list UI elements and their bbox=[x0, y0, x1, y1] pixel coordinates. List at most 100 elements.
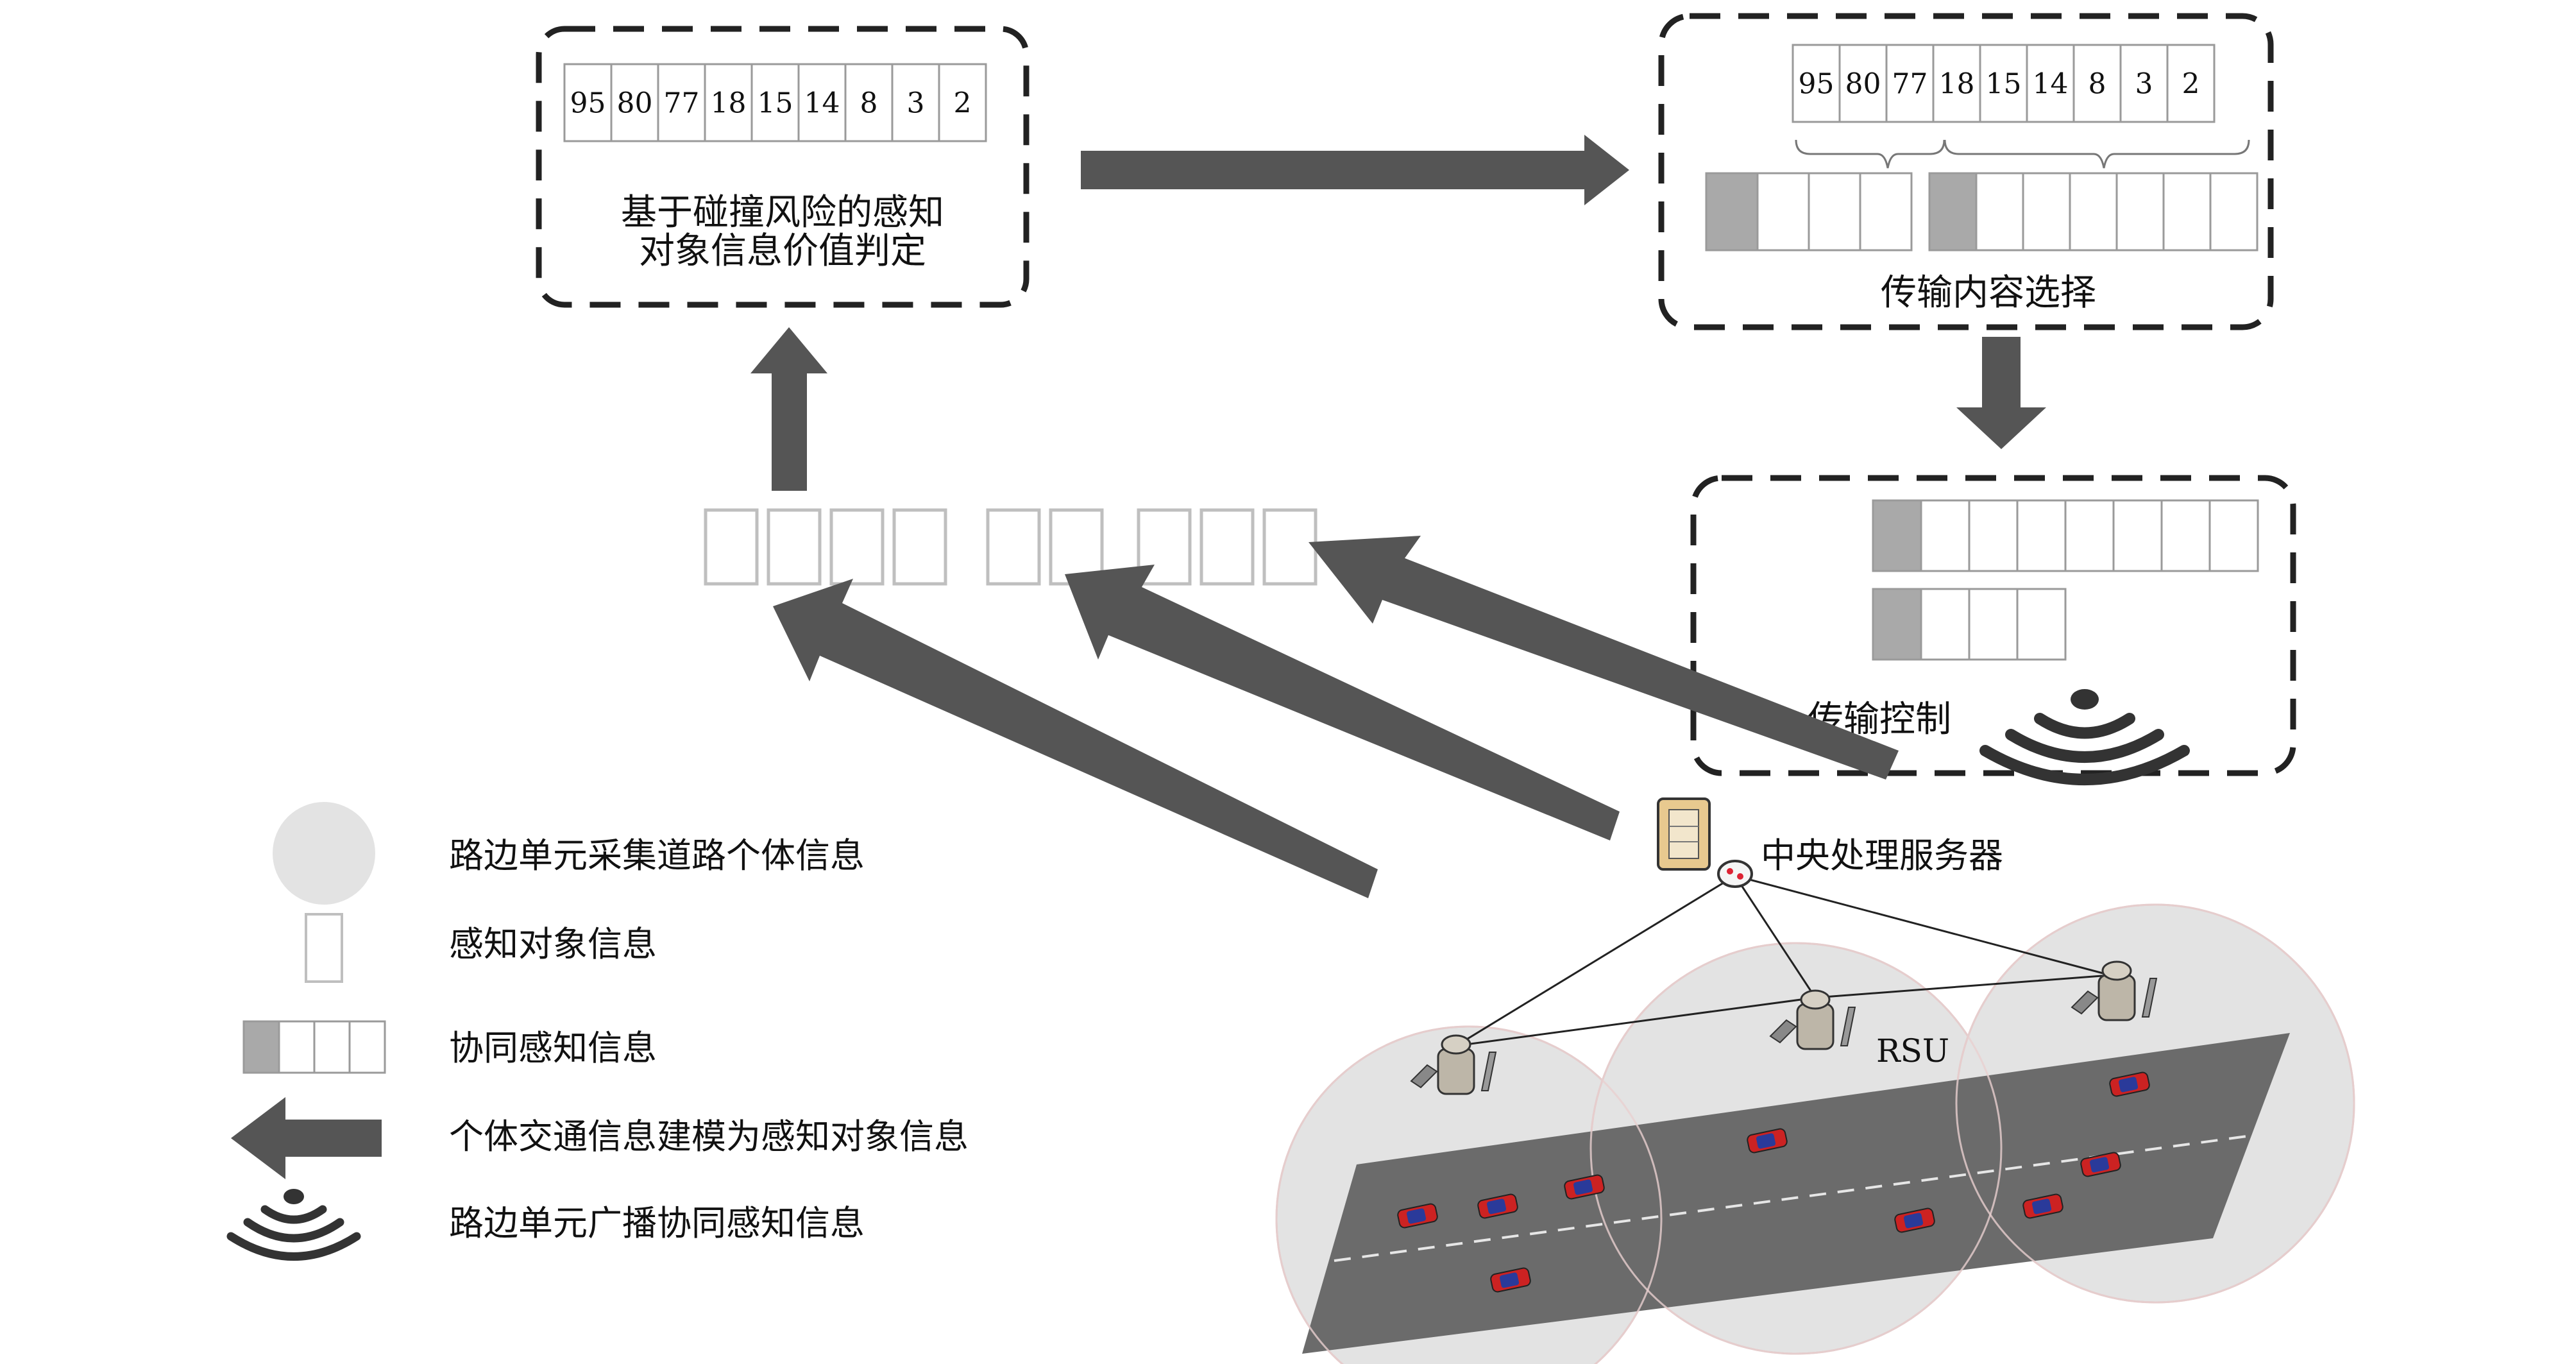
server-label: 中央处理服务器 bbox=[1761, 835, 2003, 876]
ranked-value: 14 bbox=[2033, 67, 2069, 100]
left-arrow-icon bbox=[231, 1097, 382, 1179]
packet-object-cell bbox=[1756, 172, 1810, 251]
ranked-value: 3 bbox=[907, 87, 925, 119]
arrow-valuation-to-selection bbox=[1081, 135, 1629, 205]
vehicle bbox=[1894, 1207, 1935, 1233]
packet-object-cell bbox=[1975, 172, 2024, 251]
gray-circle-icon bbox=[273, 802, 375, 905]
legend-label: 协同感知信息 bbox=[449, 1028, 657, 1068]
vehicle bbox=[2080, 1152, 2121, 1177]
selection-braces bbox=[1795, 139, 2250, 169]
packet-object-cell bbox=[2115, 172, 2165, 251]
arrow-rsu-left-to-cells bbox=[773, 579, 1378, 898]
selection-label: 传输内容选择 bbox=[1881, 272, 2096, 314]
perception-object-cell bbox=[986, 508, 1041, 586]
ranked-value-cell bbox=[610, 63, 659, 142]
packet-object-cell bbox=[2209, 172, 2258, 251]
vehicle bbox=[1564, 1174, 1605, 1200]
legend-label: 感知对象信息 bbox=[449, 924, 657, 964]
road bbox=[1302, 1033, 2290, 1354]
perception-object-cell bbox=[704, 508, 759, 586]
broadcast-signal-icon bbox=[1979, 689, 2190, 785]
legend-label: 路边单元广播协同感知信息 bbox=[449, 1203, 865, 1243]
router-icon bbox=[1717, 860, 1753, 888]
arrow-rsu-middle-to-cells bbox=[1065, 565, 1620, 840]
road-scene: RSU 中央处理服务器 bbox=[1275, 797, 2355, 1364]
perception-object-cell bbox=[892, 508, 947, 586]
ranked-value: 2 bbox=[2182, 67, 2200, 100]
ranked-value-cell bbox=[563, 63, 613, 142]
legend-label: 路边单元采集道路个体信息 bbox=[449, 835, 865, 876]
vehicle bbox=[2109, 1071, 2150, 1097]
vehicles bbox=[1397, 1071, 2150, 1293]
ranked-value-cell bbox=[704, 63, 753, 142]
perception-object-cell-icon bbox=[305, 913, 343, 983]
perception-object-cells bbox=[704, 508, 1318, 586]
arrow-transmission-to-cells bbox=[1309, 536, 1899, 780]
vehicle bbox=[1747, 1128, 1788, 1154]
rsu-device-left bbox=[1410, 1034, 1497, 1095]
rsu-label: RSU bbox=[1876, 1032, 1949, 1070]
ranked-value: 18 bbox=[711, 87, 747, 119]
packet-object-cell bbox=[2016, 588, 2067, 661]
valuation-label-line1: 基于碰撞风险的感知 bbox=[621, 192, 944, 234]
perception-object-cell bbox=[1262, 508, 1318, 586]
selection-panel-border bbox=[1658, 13, 2274, 330]
valuation-panel-border bbox=[536, 26, 1030, 308]
selection-packet-2 bbox=[1928, 172, 2258, 251]
perception-object-cell bbox=[1199, 508, 1255, 586]
ranked-value: 80 bbox=[1845, 67, 1881, 100]
ranked-value-cell bbox=[2072, 44, 2122, 123]
packet-object-cell bbox=[2208, 499, 2259, 572]
packet-object-cell bbox=[1920, 499, 1970, 572]
ranked-value: 95 bbox=[1799, 67, 1835, 100]
ranked-value-cell bbox=[750, 63, 800, 142]
cooperative-info-strip-icon bbox=[242, 1020, 386, 1074]
packet-object-cell bbox=[2022, 172, 2071, 251]
ranked-value-cell bbox=[2166, 44, 2216, 123]
packet-header-cell bbox=[1872, 499, 1922, 572]
ranked-value-cell bbox=[938, 63, 987, 142]
packet-object-cell bbox=[2160, 499, 2211, 572]
packet-header-cell bbox=[1872, 588, 1922, 661]
packet-object-cell bbox=[1968, 499, 2019, 572]
perception-object-cell bbox=[829, 508, 885, 586]
packet-object-cell bbox=[2016, 499, 2067, 572]
ranked-value: 18 bbox=[1939, 67, 1975, 100]
rsu-device-middle bbox=[1769, 989, 1856, 1050]
network-links bbox=[1455, 874, 2111, 1047]
transmission-packet-2 bbox=[1872, 588, 2067, 661]
ranked-value-cell bbox=[1885, 44, 1935, 123]
ranked-value: 80 bbox=[617, 87, 653, 119]
ranked-value: 15 bbox=[758, 87, 793, 119]
ranked-value-cell bbox=[891, 63, 940, 142]
ranked-value: 8 bbox=[2089, 67, 2106, 100]
ranked-value: 95 bbox=[570, 87, 606, 119]
ranked-value-cell bbox=[1979, 44, 2028, 123]
ranked-value: 2 bbox=[954, 87, 972, 119]
legend-label: 个体交通信息建模为感知对象信息 bbox=[449, 1116, 969, 1157]
ranked-value: 14 bbox=[804, 87, 840, 119]
valuation-label-line2: 对象信息价值判定 bbox=[639, 230, 926, 272]
vehicle bbox=[2022, 1193, 2063, 1219]
vehicle bbox=[1397, 1203, 1438, 1229]
packet-object-cell bbox=[2162, 172, 2212, 251]
packet-object-cell bbox=[2064, 499, 2115, 572]
ranked-value: 77 bbox=[1892, 67, 1928, 100]
vehicle bbox=[1490, 1267, 1531, 1293]
packet-header-cell bbox=[1928, 172, 1978, 251]
arrow-selection-to-transmission bbox=[1956, 337, 2046, 449]
packet-object-cell bbox=[2069, 172, 2118, 251]
packet-object-cell bbox=[1859, 172, 1913, 251]
ranked-value-cell bbox=[1932, 44, 1981, 123]
transmission-panel: 传输控制 bbox=[1690, 475, 2296, 785]
packet-object-cell bbox=[2112, 499, 2163, 572]
transmission-packet-1 bbox=[1872, 499, 2259, 572]
packet-header-cell bbox=[1705, 172, 1759, 251]
ranked-value-cell bbox=[1838, 44, 1888, 123]
